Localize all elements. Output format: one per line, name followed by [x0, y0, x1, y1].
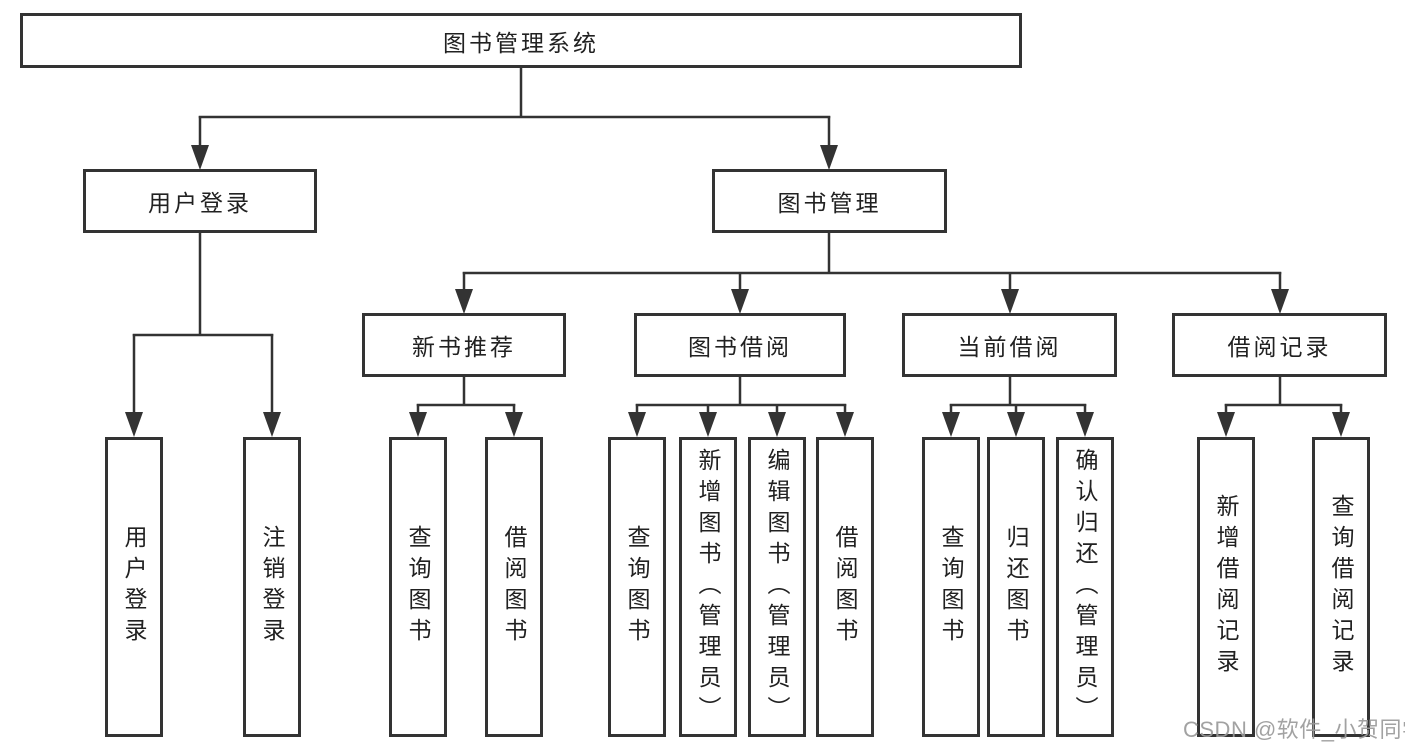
leaf-borrow-query-label: 查询图书: [624, 525, 650, 649]
connector-current-borrow-to-leaves: [942, 376, 1094, 437]
leaf-borrow-add-label: 新增图书（管理员）: [695, 447, 721, 727]
leaf-borrow-borrow-label: 借阅图书: [832, 525, 858, 649]
leaf-newbooks-borrow: 借阅图书: [485, 437, 543, 737]
leaf-user-login: 用户登录: [105, 437, 163, 737]
leaf-records-add: 新增借阅记录: [1197, 437, 1255, 737]
leaf-borrow-borrow: 借阅图书: [816, 437, 874, 737]
leaf-current-query: 查询图书: [922, 437, 980, 737]
node-current-borrow: 当前借阅: [902, 313, 1117, 377]
connector-book-borrow-to-leaves: [628, 376, 854, 437]
leaf-current-return-label: 归还图书: [1003, 525, 1029, 649]
connector-user-login-to-leaves: [125, 232, 281, 437]
node-borrow-records: 借阅记录: [1172, 313, 1387, 377]
leaf-records-add-label: 新增借阅记录: [1213, 494, 1239, 680]
leaf-current-confirm: 确认归还（管理员）: [1056, 437, 1114, 737]
leaf-logout-label: 注销登录: [259, 525, 285, 649]
leaf-records-query-label: 查询借阅记录: [1328, 494, 1354, 680]
node-new-books-label: 新书推荐: [412, 334, 516, 360]
leaf-current-query-label: 查询图书: [938, 525, 964, 649]
node-book-mgmt-label: 图书管理: [777, 190, 882, 216]
node-new-books: 新书推荐: [362, 313, 566, 377]
leaf-current-confirm-label: 确认归还（管理员）: [1072, 447, 1098, 727]
connector-book-mgmt-to-level3: [455, 232, 1289, 314]
leaf-borrow-query: 查询图书: [608, 437, 666, 737]
leaf-newbooks-query: 查询图书: [389, 437, 447, 737]
leaf-logout: 注销登录: [243, 437, 301, 737]
connector-borrow-records-to-leaves: [1217, 376, 1350, 437]
leaf-newbooks-query-label: 查询图书: [405, 525, 431, 649]
node-user-login-label: 用户登录: [148, 190, 252, 216]
node-book-borrow-label: 图书借阅: [688, 334, 792, 360]
node-root: 图书管理系统: [20, 13, 1022, 68]
node-book-borrow: 图书借阅: [634, 313, 846, 377]
node-user-login: 用户登录: [83, 169, 317, 233]
connector-root-to-level2: [191, 67, 838, 170]
leaf-borrow-edit: 编辑图书（管理员）: [748, 437, 806, 737]
leaf-newbooks-borrow-label: 借阅图书: [501, 525, 527, 649]
leaf-borrow-add: 新增图书（管理员）: [679, 437, 737, 737]
leaf-current-return: 归还图书: [987, 437, 1045, 737]
node-root-label: 图书管理系统: [443, 29, 599, 56]
csdn-watermark: CSDN @软件_小贺同学: [1183, 717, 1405, 742]
node-current-borrow-label: 当前借阅: [957, 334, 1062, 360]
leaf-records-query: 查询借阅记录: [1312, 437, 1370, 737]
leaf-borrow-edit-label: 编辑图书（管理员）: [764, 447, 790, 727]
connector-new-books-to-leaves: [409, 376, 523, 437]
node-borrow-records-label: 借阅记录: [1227, 334, 1332, 360]
node-book-mgmt: 图书管理: [712, 169, 947, 233]
leaf-user-login-label: 用户登录: [121, 525, 147, 649]
